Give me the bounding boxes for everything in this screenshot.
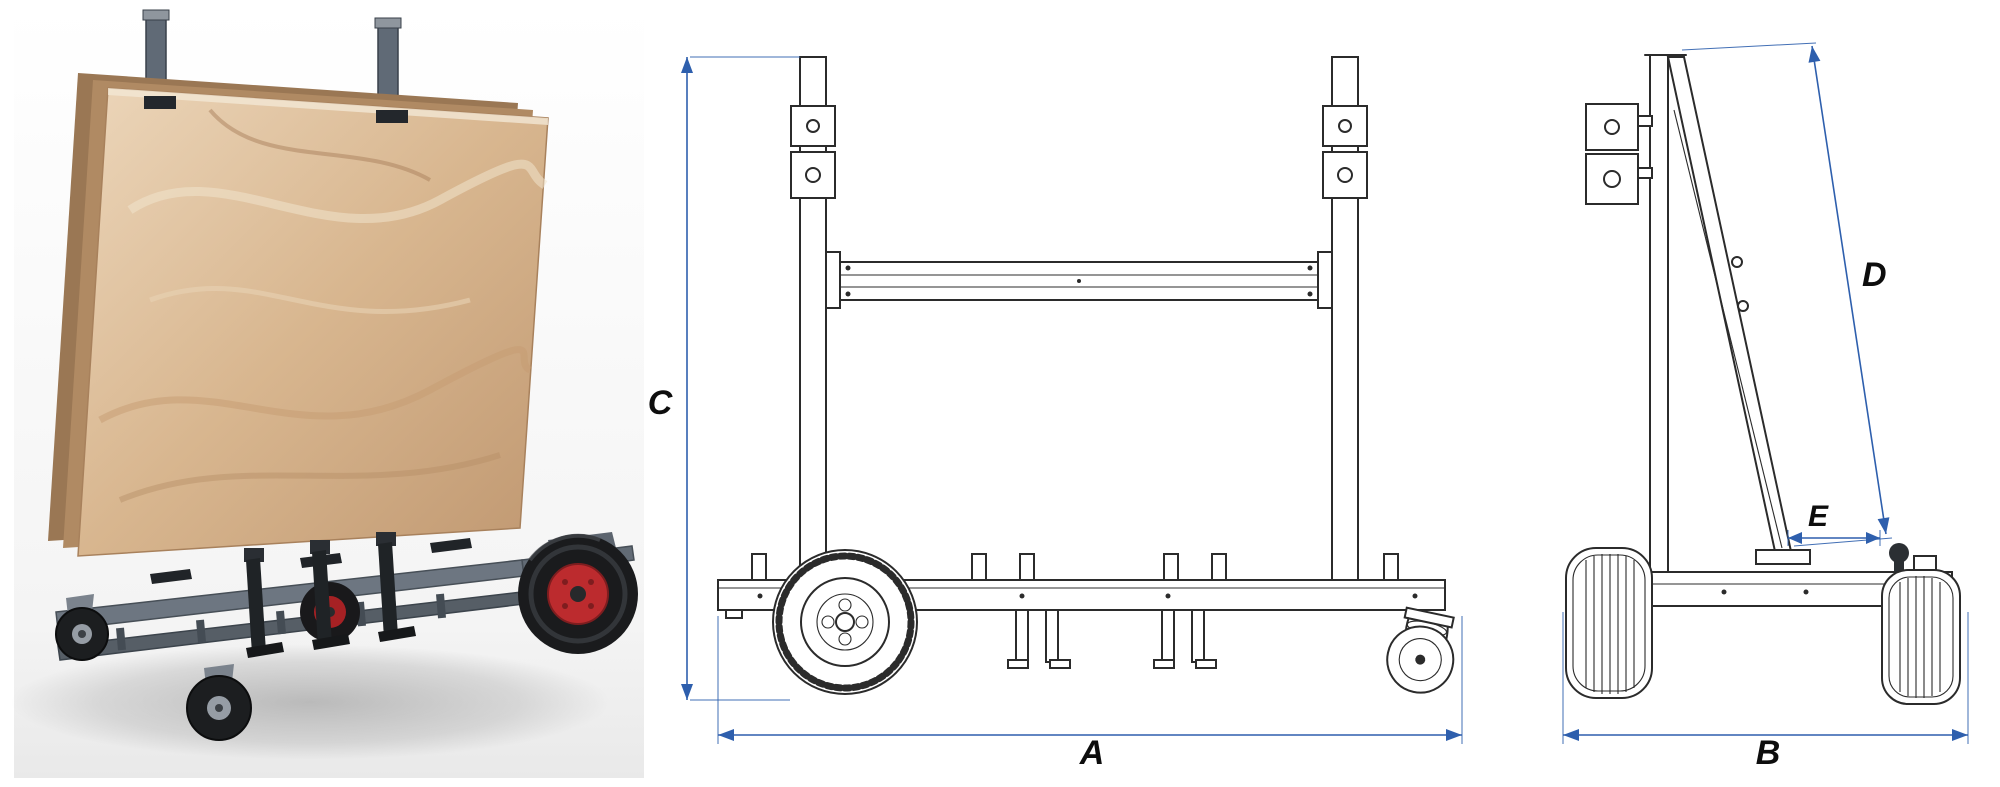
front-wheel: [772, 549, 918, 695]
stone-slab: [77, 87, 549, 557]
dimension-D: D: [1681, 42, 1893, 547]
caster-brake-knob: [1889, 543, 1909, 563]
floor-shadow: [10, 644, 610, 760]
dim-label-e: E: [1808, 500, 1829, 533]
dim-label-a: A: [1079, 734, 1105, 772]
slab-clamp-arms: [144, 96, 408, 123]
dimension-C: C: [648, 56, 800, 701]
side-wheels: [1565, 543, 1961, 705]
support-straps: [244, 532, 416, 658]
dimension-A: A: [717, 616, 1463, 772]
front-crossbar: [825, 251, 1333, 309]
front-caster: [1386, 606, 1455, 694]
side-view-drawing: D E B: [1562, 42, 1969, 772]
dim-label-d: D: [1862, 256, 1887, 294]
front-view-drawing: C A: [648, 56, 1463, 772]
dimension-E: E: [1787, 500, 1881, 546]
product-photo: [10, 6, 644, 778]
swivel-casters: [55, 594, 252, 741]
dim-label-c: C: [648, 384, 673, 422]
dim-label-b: B: [1756, 734, 1781, 772]
dimension-B: B: [1562, 612, 1969, 772]
side-frame: [1585, 54, 1794, 576]
main-wheel: [518, 532, 638, 654]
front-posts: [790, 56, 1368, 581]
